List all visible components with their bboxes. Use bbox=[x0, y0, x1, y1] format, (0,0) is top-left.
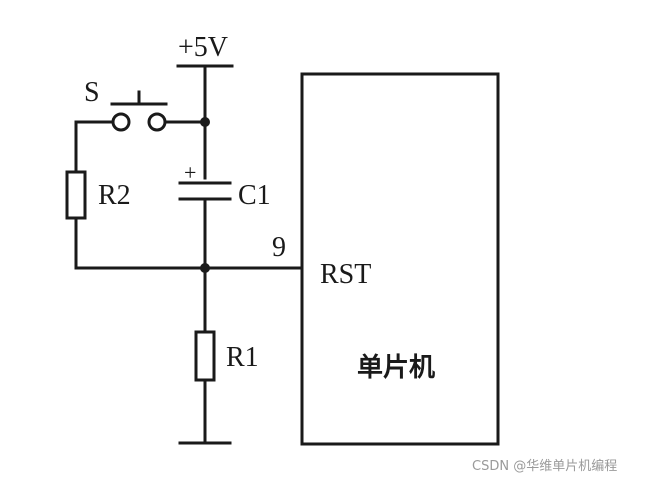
capacitor-c1 bbox=[178, 181, 232, 201]
r1-label: R1 bbox=[226, 342, 259, 373]
watermark: CSDN @华维单片机编程 bbox=[472, 459, 617, 474]
mcu-box bbox=[300, 72, 500, 446]
resistor-r1 bbox=[194, 330, 216, 382]
pin-label: 9 bbox=[272, 232, 286, 263]
supply-label: +5V bbox=[178, 32, 228, 63]
resistor-r2 bbox=[65, 170, 87, 220]
r2-label: R2 bbox=[98, 180, 131, 211]
switch-s bbox=[110, 90, 168, 132]
cap-plus-label: + bbox=[184, 160, 196, 185]
rst-label: RST bbox=[320, 259, 371, 290]
junction-top bbox=[200, 117, 210, 127]
junction-bottom bbox=[200, 263, 210, 273]
mcu-label: 单片机 bbox=[357, 353, 435, 383]
switch-label: S bbox=[84, 77, 100, 108]
c1-label: C1 bbox=[238, 180, 271, 211]
